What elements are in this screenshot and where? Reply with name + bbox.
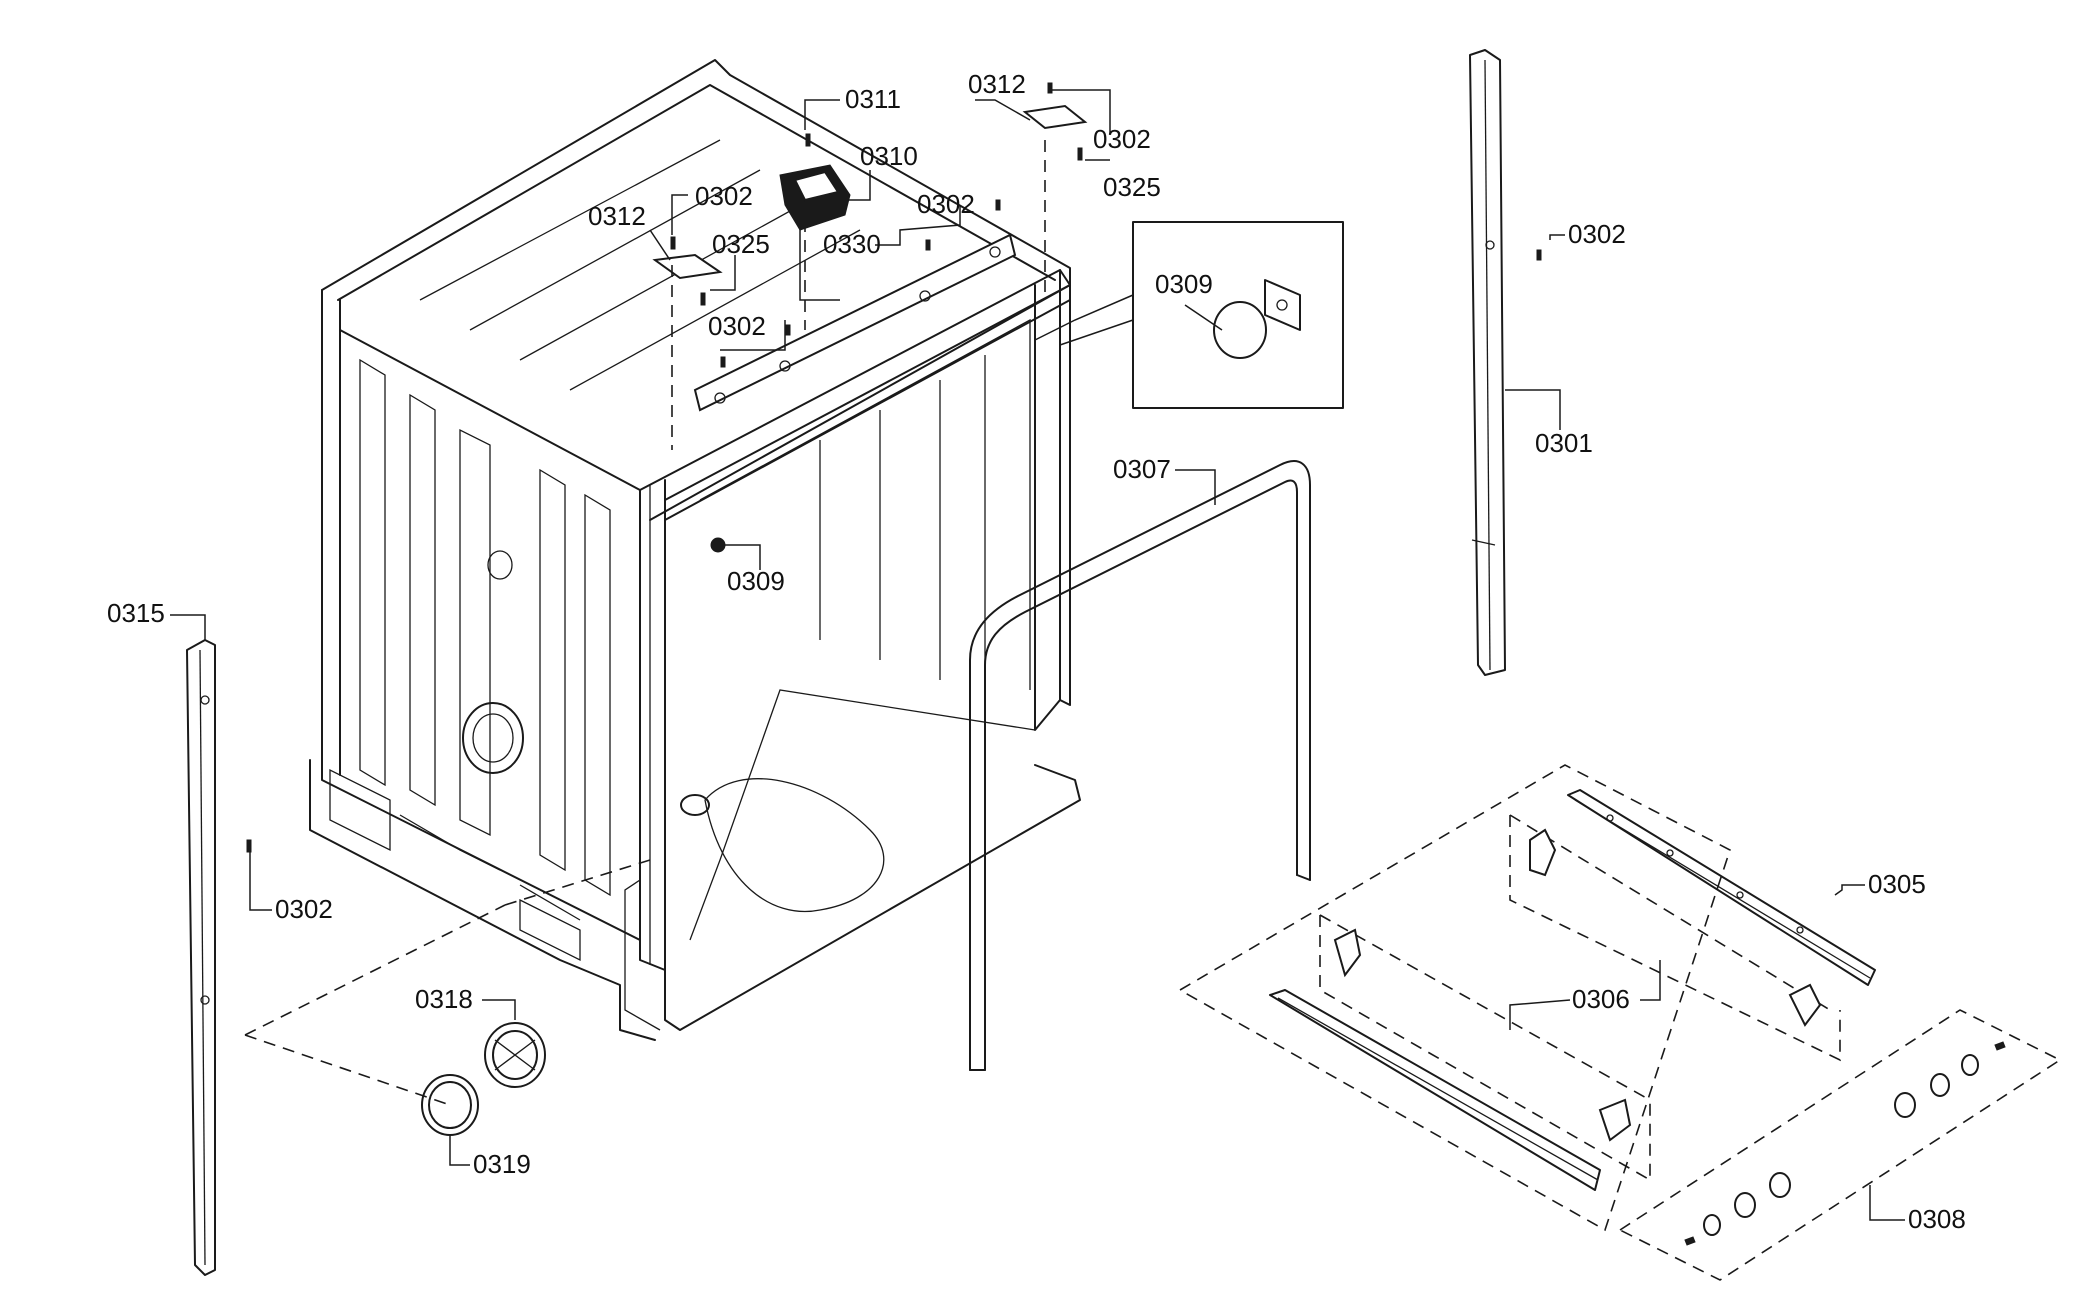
door-gasket: [969, 460, 1311, 1071]
screw-icons: [246, 82, 1542, 853]
callout-0305: 0305: [1868, 869, 1926, 899]
callout-0309: 0309: [727, 566, 785, 596]
assembly-guide-lines: [244, 140, 1046, 1106]
callout-0308: 0308: [1908, 1204, 1966, 1234]
inset-detail-box: [1132, 221, 1344, 409]
leader-lines: [170, 89, 1905, 1221]
callout-0302: 0302: [695, 181, 753, 211]
callout-0302: 0302: [1568, 219, 1626, 249]
callout-0311: 0311: [845, 84, 901, 114]
rail-part-upper: [1567, 789, 1876, 986]
sump-parts: [421, 1022, 546, 1136]
top-rail-part: [693, 233, 1017, 412]
callout-0310: 0310: [860, 141, 918, 171]
callout-0306: 0306: [1572, 984, 1630, 1014]
rail-part-lower: [1269, 989, 1601, 1191]
callout-0319: 0319: [473, 1149, 531, 1179]
callout-0312: 0312: [968, 69, 1026, 99]
mounting-brackets: [652, 104, 1088, 280]
callout-0315: 0315: [107, 598, 165, 628]
callout-0312: 0312: [588, 201, 646, 231]
callout-0302: 0302: [917, 189, 975, 219]
roller-wheels: [1684, 1041, 2006, 1246]
callout-0302: 0302: [1093, 124, 1151, 154]
callout-0330: 0330: [823, 229, 881, 259]
callout-0325: 0325: [712, 229, 770, 259]
callout-0318: 0318: [415, 984, 473, 1014]
side-strip-left: [186, 639, 216, 1276]
hinge-part: [779, 164, 851, 231]
callout-0301: 0301: [1535, 428, 1593, 458]
side-strip-right: [1469, 49, 1506, 676]
callout-0302: 0302: [275, 894, 333, 924]
callout-0325: 0325: [1103, 172, 1161, 202]
callout-0307: 0307: [1113, 454, 1171, 484]
callout-0302: 0302: [708, 311, 766, 341]
dishwasher-tub: [309, 59, 1081, 1041]
callout-0309: 0309: [1155, 269, 1213, 299]
rail-kit-outlines: [1178, 764, 2062, 1281]
rail-clips: [1333, 828, 1822, 1142]
